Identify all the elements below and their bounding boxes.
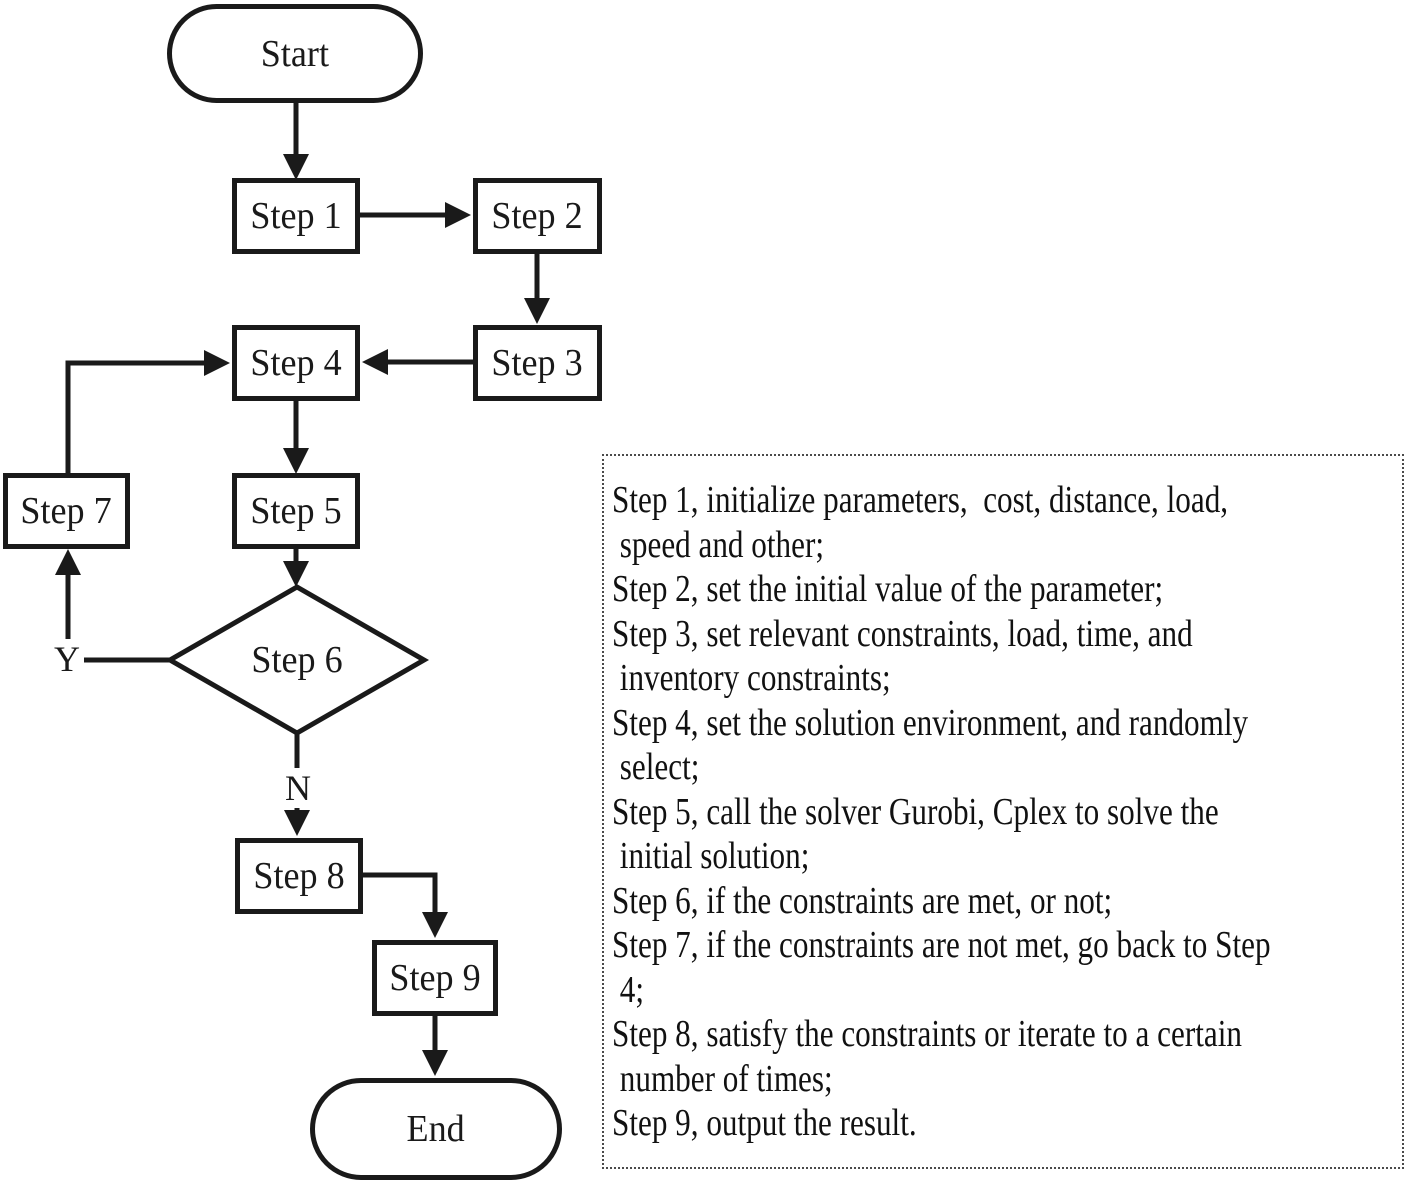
arrow-step8-to-step9-line <box>362 872 438 913</box>
node-end: End <box>310 1078 562 1180</box>
arrowhead-into-step9 <box>422 912 448 938</box>
step-descriptions-box: Step 1, initialize parameters, cost, dis… <box>602 454 1404 1169</box>
branch-label-no: N <box>280 768 316 808</box>
node-step9-label: Step 9 <box>389 957 481 999</box>
arrowhead-into-step4-from-step7 <box>204 350 230 376</box>
node-step2-label: Step 2 <box>491 195 584 237</box>
node-end-label: End <box>406 1108 466 1150</box>
legend-line: inventory constraints; <box>612 657 891 699</box>
arrowhead-into-step7 <box>55 549 81 575</box>
branch-yes-text: Y <box>54 639 80 679</box>
node-step9: Step 9 <box>372 940 498 1016</box>
arrow-step7-to-step4-line <box>65 360 205 474</box>
node-start-label: Start <box>260 32 330 75</box>
node-step5: Step 5 <box>232 473 360 549</box>
arrowhead-into-step6 <box>283 561 309 587</box>
legend-line: Step 1, initialize parameters, cost, dis… <box>612 479 1229 521</box>
arrowhead-into-step8 <box>284 810 310 836</box>
node-step4: Step 4 <box>232 325 360 401</box>
legend-line: Step 8, satisfy the constraints or itera… <box>612 1013 1242 1055</box>
node-step8: Step 8 <box>235 838 363 914</box>
node-step6: Step 6 <box>197 638 397 682</box>
legend-line: Step 2, set the initial value of the par… <box>612 568 1164 610</box>
legend-line: number of times; <box>612 1057 833 1100</box>
arrowhead-into-step5 <box>283 448 309 474</box>
node-step1-label: Step 1 <box>250 195 342 237</box>
arrowhead-into-step3 <box>524 298 550 324</box>
legend-line: Step 4, set the solution environment, an… <box>612 701 1249 744</box>
arrowhead-into-end <box>422 1050 448 1076</box>
node-step5-label: Step 5 <box>250 490 342 532</box>
legend-line: Step 7, if the constraints are not met, … <box>612 924 1271 966</box>
node-step7: Step 7 <box>3 473 130 549</box>
legend-line: initial solution; <box>612 835 810 877</box>
legend-line: speed and other; <box>612 523 824 566</box>
node-step3-label: Step 3 <box>491 342 584 384</box>
branch-label-yes: Y <box>50 639 84 679</box>
node-step1: Step 1 <box>232 178 360 254</box>
node-step3: Step 3 <box>473 325 602 401</box>
node-step8-label: Step 8 <box>253 855 345 897</box>
node-step6-label: Step 6 <box>251 639 343 681</box>
arrowhead-into-step4-from-step3 <box>362 349 388 375</box>
branch-no-text: N <box>285 768 311 808</box>
legend-line: Step 3, set relevant constraints, load, … <box>612 612 1193 655</box>
arrowhead-into-step1 <box>283 154 309 180</box>
step6-decision-diamond <box>164 584 430 736</box>
legend-line: Step 5, call the solver Gurobi, Cplex to… <box>612 790 1219 833</box>
node-start: Start <box>167 4 423 103</box>
node-step2: Step 2 <box>473 178 602 254</box>
legend-line: Step 6, if the constraints are met, or n… <box>612 879 1113 922</box>
node-step4-label: Step 4 <box>250 342 342 384</box>
legend-line: select; <box>612 746 700 788</box>
node-step7-label: Step 7 <box>20 490 113 532</box>
arrowhead-into-step2 <box>445 202 471 228</box>
legend-line: 4; <box>612 968 645 1011</box>
legend-line: Step 9, output the result. <box>612 1102 917 1144</box>
